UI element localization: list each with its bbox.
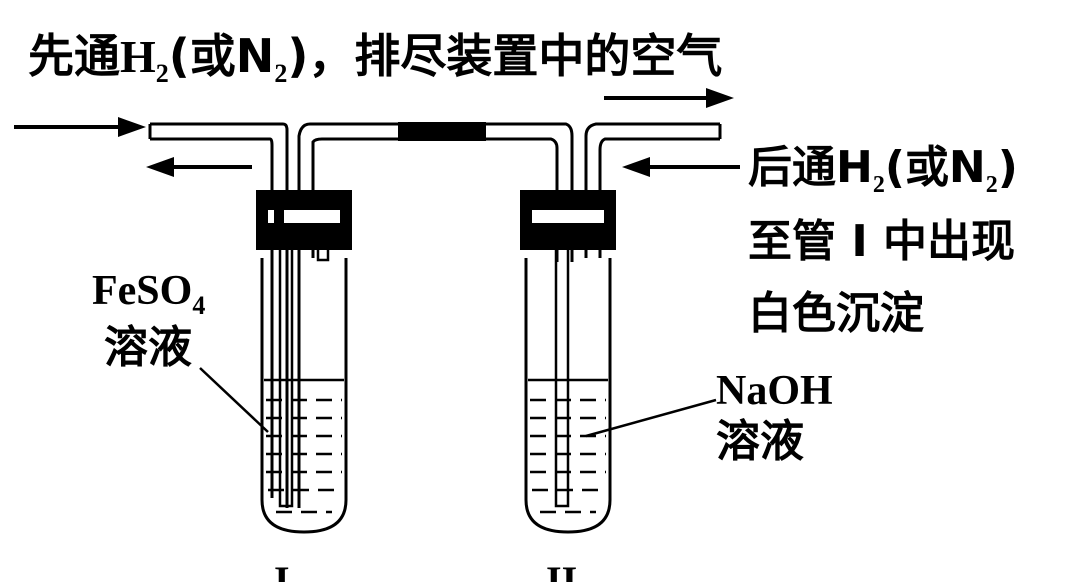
liquid-I xyxy=(264,378,344,514)
gas-inlet-arrow xyxy=(14,117,146,137)
tube-I-label: I xyxy=(274,558,290,582)
right-instruction-line3: 白色沉淀 xyxy=(748,288,924,339)
tube-II-label: II xyxy=(546,558,577,582)
test-tube-II xyxy=(520,190,616,534)
top-instruction: 先通H2(或N2)，排尽装置中的空气 xyxy=(28,29,722,88)
gas-outlet-arrow xyxy=(604,88,734,108)
naoh-leader-line xyxy=(585,398,717,438)
right-instruction-line1: 后通H2(或N2) xyxy=(748,142,1018,198)
feso4-leader-line xyxy=(199,367,269,433)
right-instruction-line2: 至管 I 中出现 xyxy=(748,216,1015,267)
feso4-solution-label: 溶液 xyxy=(104,322,192,373)
connecting-tube xyxy=(148,122,722,508)
naoh-label: NaOH xyxy=(716,368,833,414)
naoh-solution-label: 溶液 xyxy=(716,416,804,467)
gas-inlet-arrow-right xyxy=(622,157,740,177)
liquid-II xyxy=(528,378,608,514)
rubber-connector xyxy=(398,122,486,141)
feso4-label: FeSO4 xyxy=(92,268,205,320)
test-tube-I xyxy=(256,190,352,534)
gas-reverse-arrow-left xyxy=(146,157,252,177)
